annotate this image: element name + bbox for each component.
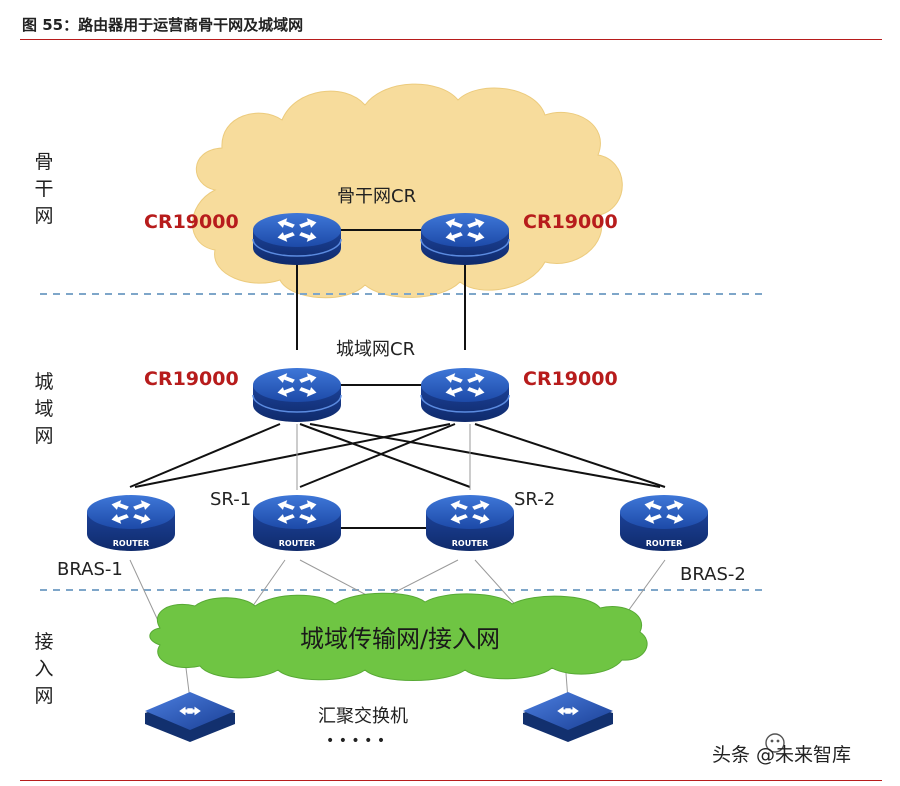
router-bras1: ROUTER xyxy=(87,495,175,551)
link-metro-cr2-sr1 xyxy=(299,423,456,488)
cr-model-bb1: CR19000 xyxy=(144,211,239,233)
link-metro-cr2-bras2 xyxy=(474,423,666,488)
switch-1 xyxy=(145,692,235,742)
zone-access-label: 接入网 xyxy=(34,631,53,707)
switch-2 xyxy=(523,692,613,742)
aggregation-switch-label: 汇聚交换机 xyxy=(318,706,408,727)
link-sr1-access-a xyxy=(249,559,286,611)
router-tag: ROUTER xyxy=(113,539,150,548)
ellipsis-dots: • • • • • xyxy=(326,733,385,749)
link-metro-cr2-bras1 xyxy=(134,423,451,488)
zone-metro-label: 城域网 xyxy=(34,371,53,447)
link-bras1-access xyxy=(129,559,161,626)
zone-backbone-label: 骨干网 xyxy=(34,151,53,227)
cr-model-bb2: CR19000 xyxy=(523,211,618,233)
router-tag: ROUTER xyxy=(452,539,489,548)
link-metro-cr1-bras2 xyxy=(309,423,661,488)
cr-model-metro2: CR19000 xyxy=(523,368,618,390)
figure-title: 图 55：路由器用于运营商骨干网及城域网 xyxy=(22,16,304,34)
router-bras2: ROUTER xyxy=(620,495,708,551)
title-rule xyxy=(20,39,882,40)
sr2-label: SR-2 xyxy=(514,489,555,510)
bras2-label: BRAS-2 xyxy=(680,564,746,585)
router-metro-cr1 xyxy=(252,368,342,422)
access-cloud-label: 城域传输网/接入网 xyxy=(300,625,500,653)
link-sr2-access-b xyxy=(474,559,521,611)
router-sr2: ROUTER xyxy=(426,495,514,551)
router-backbone-cr1 xyxy=(252,213,342,265)
router-tag: ROUTER xyxy=(279,539,316,548)
router-sr1: ROUTER xyxy=(253,495,341,551)
bottom-rule xyxy=(20,780,882,781)
watermark: 头条 @未来智库 xyxy=(712,744,852,766)
link-metro-cr1-sr2 xyxy=(299,423,471,488)
metro-cr-label: 城域网CR xyxy=(336,339,415,360)
bras1-label: BRAS-1 xyxy=(57,559,123,580)
router-backbone-cr2 xyxy=(420,213,510,265)
link-metro-cr1-bras1 xyxy=(129,423,281,488)
watermark-icon xyxy=(765,733,785,753)
access-cloud xyxy=(149,592,648,681)
router-tag: ROUTER xyxy=(646,539,683,548)
backbone-cr-label: 骨干网CR xyxy=(337,186,416,207)
cr-model-metro1: CR19000 xyxy=(144,368,239,390)
sr1-label: SR-1 xyxy=(210,489,251,510)
router-metro-cr2 xyxy=(420,368,510,422)
